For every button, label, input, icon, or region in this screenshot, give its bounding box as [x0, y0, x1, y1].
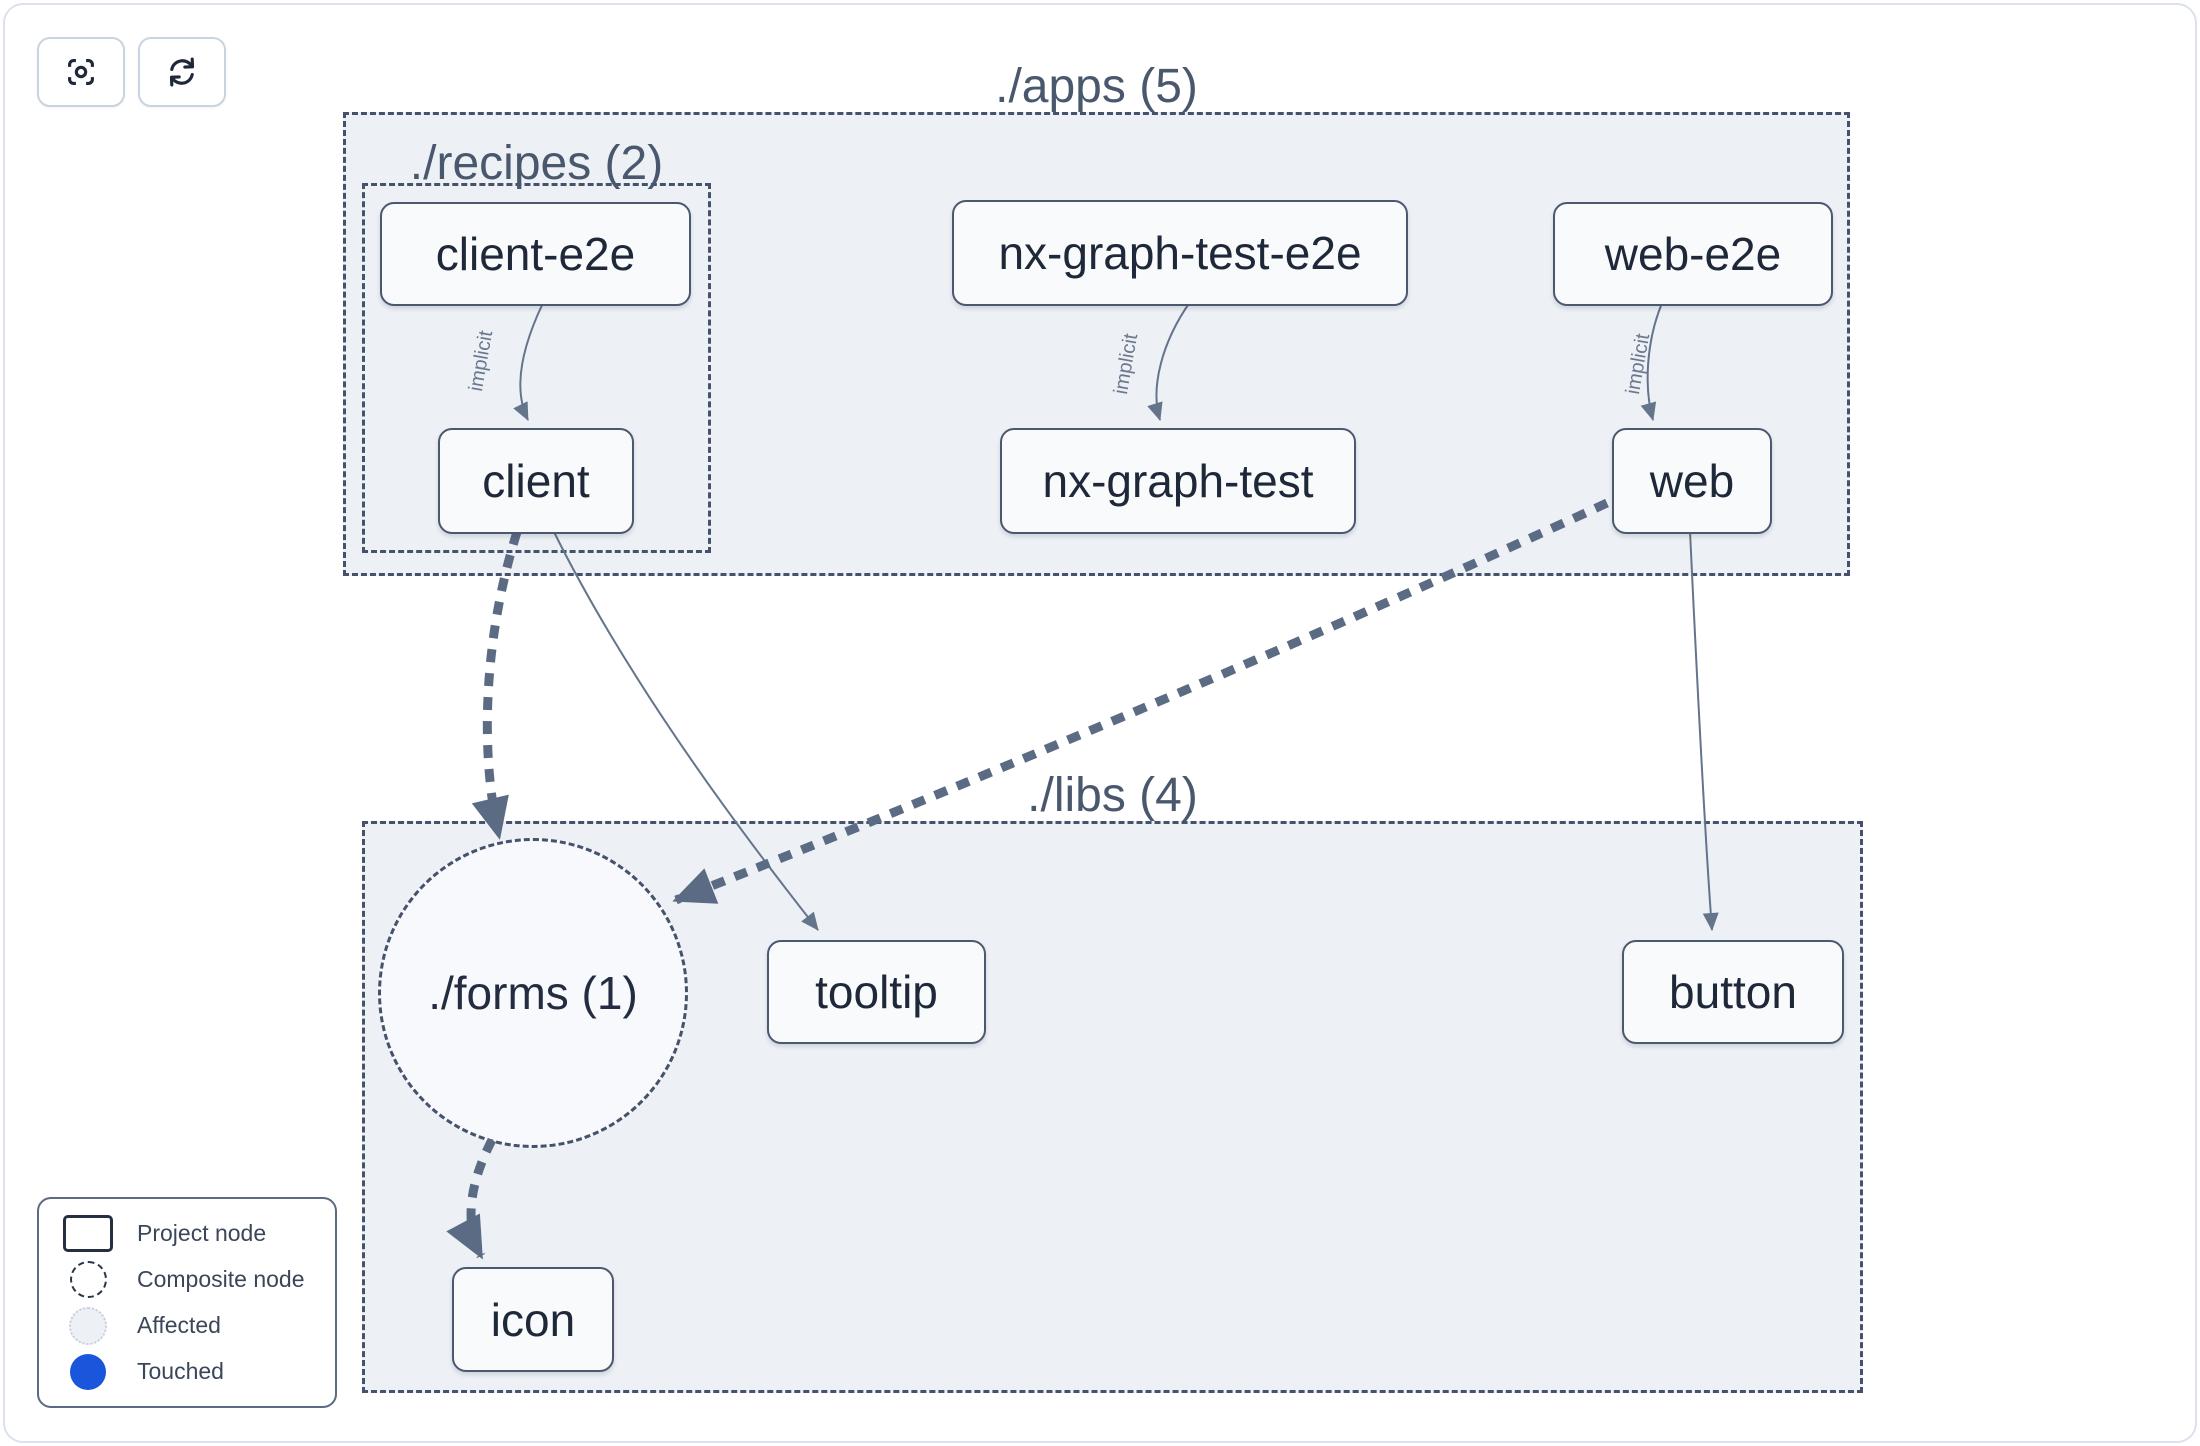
composite-node-shape	[69, 1261, 107, 1299]
node-label: button	[1669, 966, 1797, 1018]
composite-node-forms[interactable]: ./forms (1)	[378, 838, 688, 1148]
node-label: nx-graph-test-e2e	[998, 227, 1362, 279]
node-label: tooltip	[815, 966, 938, 1018]
project-node-swatch	[63, 1215, 113, 1253]
affected-swatch	[63, 1306, 113, 1345]
edge-label-implicit-nx-graph-test: implicit	[1110, 332, 1142, 396]
touched-shape	[70, 1353, 106, 1390]
node-client[interactable]: client	[438, 428, 634, 534]
node-icon[interactable]: icon	[452, 1267, 614, 1372]
legend-row-project-node: Project node	[63, 1215, 335, 1253]
scan-focus-icon	[68, 59, 94, 85]
refresh-button[interactable]	[138, 37, 226, 107]
legend-label: Composite node	[137, 1266, 305, 1293]
edge-label-implicit-web: implicit	[1622, 332, 1654, 396]
node-web-e2e[interactable]: web-e2e	[1553, 202, 1833, 306]
node-nx-graph-test[interactable]: nx-graph-test	[1000, 428, 1356, 534]
affected-shape	[69, 1306, 107, 1345]
edge-nx-graph-test-e2e-to-nx-graph-test[interactable]	[1147, 301, 1191, 421]
legend-label: Affected	[137, 1312, 221, 1339]
node-client-e2e[interactable]: client-e2e	[380, 202, 691, 306]
legend: Project node Composite node Affected Tou…	[37, 1197, 337, 1408]
focus-reset-button[interactable]	[37, 37, 125, 107]
touched-swatch	[63, 1353, 113, 1390]
composite-label-recipes: ./recipes (2)	[409, 137, 664, 190]
node-label: web-e2e	[1604, 228, 1782, 280]
legend-row-touched: Touched	[63, 1353, 335, 1390]
node-nx-graph-test-e2e[interactable]: nx-graph-test-e2e	[952, 200, 1408, 306]
node-label: icon	[490, 1293, 576, 1346]
edge-client-e2e-to-client[interactable]	[513, 302, 544, 421]
edge-client-to-tooltip[interactable]	[553, 531, 819, 931]
refresh-icon	[169, 57, 195, 87]
composite-label-libs: ./libs (4)	[1027, 769, 1198, 822]
composite-node-swatch	[63, 1261, 113, 1299]
project-node-shape	[63, 1215, 113, 1253]
node-label: client	[482, 455, 590, 507]
edge-forms-to-icon[interactable]	[446, 1137, 496, 1260]
node-label: client-e2e	[435, 228, 636, 280]
edge-web-e2e-to-web[interactable]	[1640, 302, 1663, 421]
node-web[interactable]: web	[1612, 428, 1772, 534]
legend-label: Project node	[137, 1220, 267, 1247]
edge-web-to-forms[interactable]	[672, 498, 1609, 905]
edge-label-implicit-client: implicit	[465, 329, 497, 393]
composite-label-forms: ./forms (1)	[428, 967, 638, 1019]
node-label: nx-graph-test	[1042, 455, 1314, 507]
legend-row-composite-node: Composite node	[63, 1261, 335, 1299]
legend-label: Touched	[137, 1358, 224, 1385]
composite-node-recipes[interactable]: ./recipes (2)	[362, 137, 711, 553]
edge-web-to-button[interactable]	[1689, 530, 1719, 931]
composite-label-apps: ./apps (5)	[995, 60, 1198, 113]
node-button[interactable]: button	[1622, 940, 1844, 1044]
edge-client-to-forms[interactable]	[471, 530, 522, 840]
node-label: web	[1649, 455, 1735, 507]
legend-row-affected: Affected	[63, 1306, 335, 1345]
node-tooltip[interactable]: tooltip	[767, 940, 986, 1044]
